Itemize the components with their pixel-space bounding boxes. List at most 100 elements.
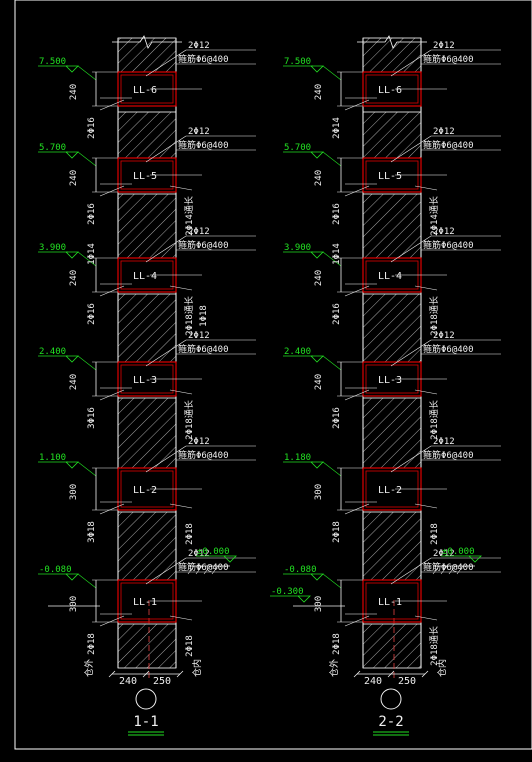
beam-name: LL-5 [133, 171, 157, 182]
section-2-2: LL-67.5002402Φ12箍筋Φ6@4002Φ14LL-55.700240… [270, 35, 501, 736]
left-bar-leader [99, 285, 125, 297]
level-mark: 3.900 [284, 243, 311, 253]
level-mark-triangle [310, 65, 324, 73]
left-bar-label: 2Φ16 [87, 303, 97, 325]
top-bar-leader [390, 235, 432, 263]
left-bar-label: 2Φ18 [332, 633, 342, 655]
right-bar-label: 2Φ14通长 [428, 196, 440, 236]
dim-tick [176, 670, 184, 678]
level-leader [322, 461, 342, 477]
bottom-dim-left: 240 [364, 676, 382, 687]
level-mark: 3.900 [39, 243, 66, 253]
top-bar-leader [390, 135, 432, 163]
level-leader [77, 461, 97, 477]
ground-hatch [448, 565, 456, 575]
left-bar-label: 2Φ16 [87, 117, 97, 139]
beam-name: LL-4 [378, 271, 402, 282]
right-bar2-label: 1Φ18 [199, 305, 209, 327]
top-bar-leader [390, 445, 432, 473]
left-bar-leader [99, 615, 125, 627]
right-bar-leader [414, 503, 438, 509]
side-label-outer: 仓外 [83, 659, 95, 677]
ground-hatch [432, 565, 440, 575]
break-line-top [357, 35, 427, 49]
beam-name: LL-4 [133, 271, 157, 282]
beam-height-dim: 240 [314, 270, 324, 286]
beam-name: LL-3 [378, 375, 402, 386]
left-bar-label: 2Φ14 [332, 117, 342, 139]
axis-bubble [380, 688, 402, 710]
left-bar-leader [344, 185, 370, 197]
beam-height-dim: 300 [314, 484, 324, 500]
top-bar-label: 2Φ12 [188, 41, 210, 51]
left-bar-label: 2Φ16 [332, 203, 342, 225]
bottom-dim-right: 250 [398, 676, 416, 687]
break-line-top [112, 35, 182, 49]
ground-level-mark-triangle [468, 555, 482, 563]
wall-segment [117, 293, 177, 363]
level-leader [322, 355, 342, 371]
stirrup-label: 箍筋Φ6@400 [423, 239, 474, 251]
dim-tick [142, 670, 150, 678]
level-mark: 1.180 [284, 453, 311, 463]
left-bar-leader [344, 389, 370, 401]
right-bar-label: 2Φ18 [185, 635, 195, 657]
wall-segment [117, 111, 177, 159]
ground-hatch [203, 565, 211, 575]
top-bar-leader [145, 235, 187, 263]
top-bar-label: 2Φ12 [188, 437, 210, 447]
level-mark-triangle [65, 573, 79, 581]
stirrup-label: 箍筋Φ6@400 [423, 449, 474, 461]
right-bar-leader [414, 389, 438, 395]
beam-height-dim: 300 [314, 596, 324, 612]
section-1-1: LL-67.5002402Φ12箍筋Φ6@4002Φ16LL-55.700240… [38, 35, 256, 736]
bottom-dim-right: 250 [153, 676, 171, 687]
left-top-bar-label: 1Φ14 [332, 243, 342, 265]
ground-hatch [187, 565, 195, 575]
dim-tick [353, 670, 361, 678]
beam-height-dim: 240 [69, 374, 79, 390]
beam-height-dim: 240 [314, 170, 324, 186]
top-bar-leader [145, 445, 187, 473]
right-bar-leader [414, 185, 438, 191]
section-label: 1-1 [133, 714, 158, 730]
level-mark: -0.080 [284, 565, 317, 575]
wall-segment [117, 397, 177, 469]
right-bar-label: 2Φ18通长 [428, 400, 440, 440]
right-bar-label: 2Φ18 [185, 523, 195, 545]
level-mark: 5.700 [284, 143, 311, 153]
wall-segment [362, 37, 422, 73]
stirrup-label: 箍筋Φ6@400 [178, 343, 229, 355]
wall-segment [362, 111, 422, 159]
right-bar-leader [414, 285, 438, 291]
right-bar-label: 2Φ18通长 [183, 296, 195, 336]
top-bar-leader [145, 339, 187, 367]
section-label: 2-2 [378, 714, 403, 730]
right-bar-leader [169, 615, 193, 621]
wall-segment [362, 623, 422, 669]
extra-level-mark-triangle [297, 595, 311, 603]
beam-height-dim: 240 [69, 170, 79, 186]
stirrup-label: 箍筋Φ6@400 [423, 139, 474, 151]
right-bar-leader [414, 615, 438, 621]
level-mark-triangle [65, 355, 79, 363]
level-mark-triangle [65, 251, 79, 259]
left-bar-leader [99, 389, 125, 401]
wall-segment [362, 193, 422, 259]
left-bar-label: 2Φ18 [332, 521, 342, 543]
right-bar-label: 2Φ14通长 [183, 196, 195, 236]
level-mark: 5.700 [39, 143, 66, 153]
stirrup-label: 箍筋Φ6@400 [423, 561, 474, 573]
stirrup-label: 箍筋Φ6@400 [178, 239, 229, 251]
top-bar-label: 2Φ12 [433, 331, 455, 341]
right-bar-label: 2Φ18通长 [428, 296, 440, 336]
top-bar-leader [145, 49, 187, 77]
beam-name: LL-1 [378, 597, 402, 608]
beam-name: LL-2 [378, 485, 402, 496]
level-leader [322, 573, 342, 589]
